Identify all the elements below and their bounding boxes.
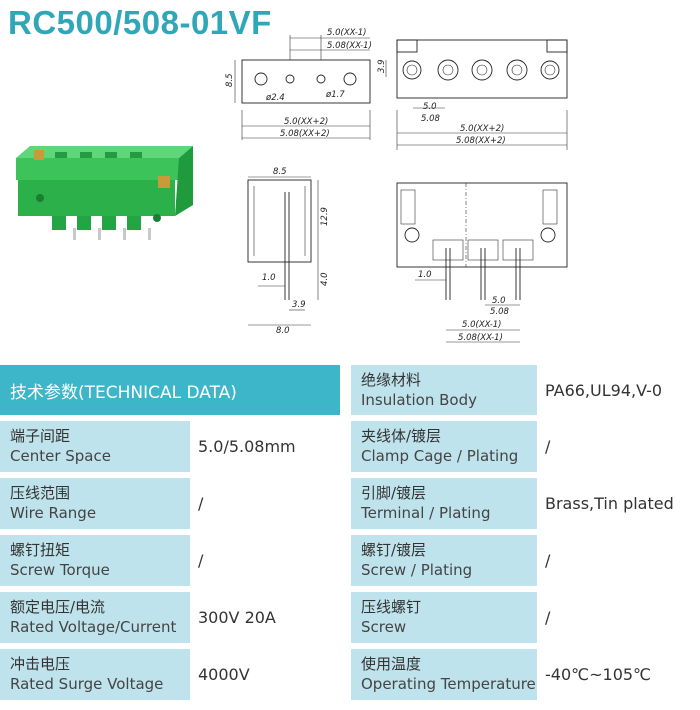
dim-front-pitch-a: 5.0(XX-1) — [462, 320, 502, 330]
side-view-drawing — [247, 176, 319, 326]
value-wire-range: / — [190, 478, 340, 529]
right-top-drawing — [396, 39, 568, 150]
label-insulation-body: 绝缘材料 Insulation Body — [351, 365, 537, 415]
value-operating-temperature: -40℃~105℃ — [537, 649, 700, 700]
top-view-drawing — [234, 35, 387, 140]
dim-right-50: 5.0 — [423, 102, 437, 112]
value-screw-torque: / — [190, 535, 340, 586]
front-view-drawing — [396, 182, 568, 343]
dim-right-width-b: 5.08(XX+2) — [456, 136, 506, 146]
label-wire-range: 压线范围 Wire Range — [0, 478, 190, 529]
dim-top-pitch-a: 5.0(XX-1) — [327, 28, 367, 38]
dim-front-10: 1.0 — [418, 270, 432, 280]
table-header: 技术参数(TECHNICAL DATA) — [0, 365, 340, 415]
value-clamp-cage: / — [537, 421, 700, 472]
dim-front-pitch-b: 5.08(XX-1) — [458, 333, 503, 343]
value-screw-plating: / — [537, 535, 700, 586]
dim-dia-17: ø1.7 — [325, 90, 345, 100]
dim-width-b: 5.08(XX+2) — [280, 129, 330, 139]
dim-side-129: 12.9 — [320, 207, 330, 226]
label-center-space: 端子间距 Center Space — [0, 421, 190, 472]
dim-right-508: 5.08 — [421, 114, 441, 124]
product-photo — [16, 146, 193, 240]
dim-side-10: 1.0 — [262, 273, 276, 283]
dim-height-85: 8.5 — [225, 73, 235, 87]
value-screw: / — [537, 592, 700, 643]
dim-side-85: 8.5 — [273, 167, 287, 177]
product-title: RC500/508-01VF — [8, 4, 272, 41]
dim-width-a: 5.0(XX+2) — [284, 117, 328, 127]
label-screw-plating: 螺钉/镀层 Screw / Plating — [351, 535, 537, 586]
dim-right-width-a: 5.0(XX+2) — [460, 124, 504, 134]
label-terminal-plating: 引脚/镀层 Terminal / Plating — [351, 478, 537, 529]
label-clamp-cage: 夹线体/镀层 Clamp Cage / Plating — [351, 421, 537, 472]
dim-dia-24: ø2.4 — [265, 93, 285, 103]
dim-front-508: 5.08 — [490, 307, 510, 317]
dim-39: 3.9 — [377, 59, 387, 73]
dim-front-50: 5.0 — [492, 296, 506, 306]
dim-side-40: 4.0 — [320, 272, 330, 286]
label-screw-torque: 螺钉扭矩 Screw Torque — [0, 535, 190, 586]
dim-side-80: 8.0 — [276, 326, 290, 336]
value-terminal-plating: Brass,Tin plated — [537, 478, 700, 529]
value-center-space: 5.0/5.08mm — [190, 421, 340, 472]
label-rated-voltage: 额定电压/电流 Rated Voltage/Current — [0, 592, 190, 643]
label-surge-voltage: 冲击电压 Rated Surge Voltage — [0, 649, 190, 700]
value-rated-voltage: 300V 20A — [190, 592, 340, 643]
label-operating-temperature: 使用温度 Operating Temperature — [351, 649, 537, 700]
dim-side-39: 3.9 — [292, 300, 306, 310]
label-screw: 压线螺钉 Screw — [351, 592, 537, 643]
value-surge-voltage: 4000V — [190, 649, 340, 700]
technical-drawings: 5.0(XX-1) 5.08(XX-1) 8.5 ø2.4 ø1.7 3.9 5… — [16, 28, 568, 343]
dim-top-pitch-b: 5.08(XX-1) — [327, 41, 372, 51]
value-insulation-body: PA66,UL94,V-0 — [537, 365, 700, 415]
